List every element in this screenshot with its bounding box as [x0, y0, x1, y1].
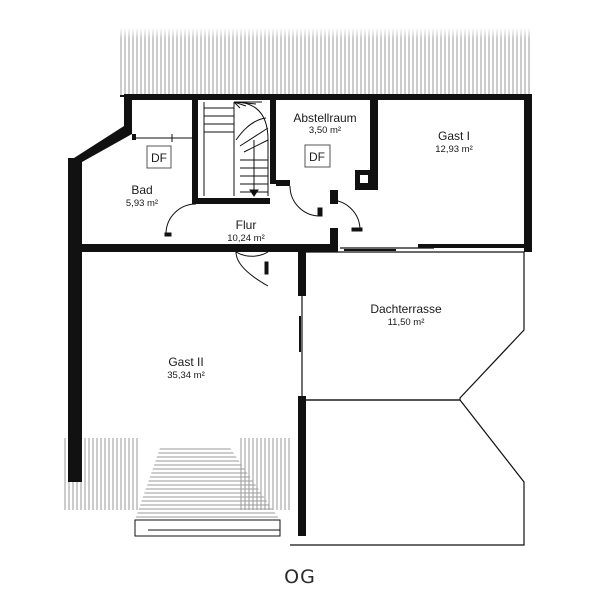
skylight-label: DF	[309, 150, 325, 164]
roof-top	[120, 28, 532, 97]
room-area-gast1: 12,93 m²	[435, 144, 473, 155]
staircase	[203, 101, 269, 197]
floor-label: OG	[284, 566, 316, 588]
room-area-gast2: 35,34 m²	[167, 370, 205, 381]
terrace-outline	[290, 247, 525, 546]
room-area-dachterrasse: 11,50 m²	[388, 317, 425, 328]
walls	[68, 94, 532, 536]
window-bad	[136, 134, 192, 142]
doors	[164, 185, 363, 287]
roof-bottom-left	[62, 438, 290, 537]
room-area-abstellraum: 3,50 m²	[309, 125, 341, 136]
skylight-abstellraum: DF	[304, 144, 331, 168]
room-name-dachterrasse: Dachterrasse	[370, 302, 442, 316]
room-name-gast1: Gast I	[438, 129, 470, 143]
room-name-flur: Flur	[236, 218, 257, 232]
room-area-bad: 5,93 m²	[126, 198, 158, 209]
room-area-flur: 10,24 m²	[227, 233, 265, 244]
skylight-bad: DF	[146, 145, 172, 169]
skylight-label: DF	[151, 151, 167, 165]
room-name-bad: Bad	[131, 183, 152, 197]
room-name-abstellraum: Abstellraum	[293, 111, 356, 125]
room-name-gast2: Gast II	[168, 355, 203, 369]
